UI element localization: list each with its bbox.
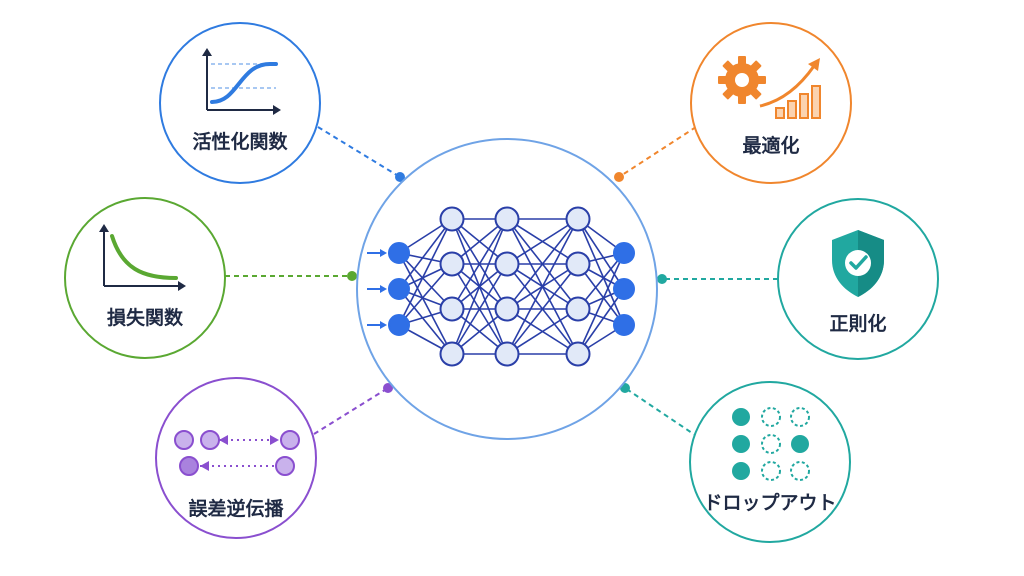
input-arrows — [367, 249, 387, 329]
network-edge — [451, 218, 508, 310]
network-edge — [506, 218, 579, 310]
network-edge — [506, 218, 579, 355]
hidden-node — [494, 341, 520, 367]
hidden-node — [494, 206, 520, 232]
concept-dropout: ドロップアウト — [689, 381, 851, 543]
regularization-label: 正則化 — [829, 312, 886, 335]
network-edge — [398, 288, 453, 355]
hidden-node — [565, 206, 591, 232]
hidden-node — [565, 296, 591, 322]
active-unit — [732, 435, 750, 453]
connector-dot — [347, 271, 357, 281]
activation-function-circle — [159, 22, 321, 184]
connector-dot — [614, 172, 624, 182]
gear-growth-icon — [718, 56, 821, 119]
hidden-node — [439, 341, 465, 367]
gear-icon — [718, 56, 766, 104]
network-edge — [506, 308, 579, 355]
shield-check-icon — [832, 230, 884, 297]
concept-loss-function: 損失関数 — [64, 197, 226, 359]
hidden-node — [439, 206, 465, 232]
dropped-unit — [761, 461, 781, 481]
network-edge — [577, 218, 625, 290]
loss-function-label: 損失関数 — [107, 306, 184, 329]
output-node — [613, 242, 635, 264]
dropped-unit — [761, 434, 781, 454]
network-edge — [398, 218, 453, 326]
connector-dot — [383, 383, 393, 393]
network-edge — [577, 288, 625, 355]
active-unit — [791, 435, 809, 453]
input-arrowhead — [380, 321, 387, 329]
network-nodes — [388, 206, 635, 367]
loss-function-circle — [64, 197, 226, 359]
network-edge — [506, 263, 579, 355]
loss-curve-icon — [99, 224, 186, 291]
backpropagation-circle — [155, 377, 317, 539]
network-edge — [506, 218, 579, 265]
network-edge — [398, 263, 453, 326]
dropout-label: ドロップアウト — [703, 491, 836, 514]
network-edge — [451, 218, 508, 355]
network-edge — [451, 263, 508, 355]
activation-function-label: 活性化関数 — [192, 130, 288, 153]
network-edge — [398, 252, 453, 310]
connector-line — [618, 126, 697, 178]
hidden-node — [494, 296, 520, 322]
dropped-unit — [790, 407, 810, 427]
connector-line — [317, 126, 401, 178]
concept-optimization: 最適化 — [690, 22, 852, 184]
connector-line — [313, 387, 389, 435]
concept-regularization: 正則化 — [777, 198, 939, 360]
concept-activation-function: 活性化関数 — [159, 22, 321, 184]
network-edge — [577, 218, 625, 326]
connector-dot — [395, 172, 405, 182]
network-edge — [398, 252, 453, 355]
network-edge — [398, 218, 453, 290]
hidden-node — [565, 341, 591, 367]
input-arrowhead — [380, 285, 387, 293]
input-node — [388, 314, 410, 336]
output-node — [613, 314, 635, 336]
connectors — [225, 126, 778, 438]
hidden-node — [494, 251, 520, 277]
dropout-grid-icon — [732, 407, 810, 481]
connector-line — [624, 387, 699, 438]
network-edge — [577, 263, 625, 326]
concept-backpropagation: 誤差逆伝播 — [155, 377, 317, 539]
optimization-label: 最適化 — [742, 134, 799, 157]
input-node — [388, 278, 410, 300]
dropped-unit — [790, 461, 810, 481]
backpropagation-icon — [174, 430, 300, 476]
dropped-unit — [761, 407, 781, 427]
active-unit — [732, 408, 750, 426]
network-edge — [577, 252, 625, 355]
hidden-node — [439, 251, 465, 277]
backpropagation-label: 誤差逆伝播 — [188, 497, 284, 520]
sigmoid-graph-icon — [202, 48, 281, 115]
hidden-node — [565, 251, 591, 277]
hidden-node — [439, 296, 465, 322]
input-arrowhead — [380, 249, 387, 257]
input-node — [388, 242, 410, 264]
active-unit — [732, 462, 750, 480]
growth-bars-icon — [775, 85, 821, 119]
output-node — [613, 278, 635, 300]
connector-dot — [657, 274, 667, 284]
